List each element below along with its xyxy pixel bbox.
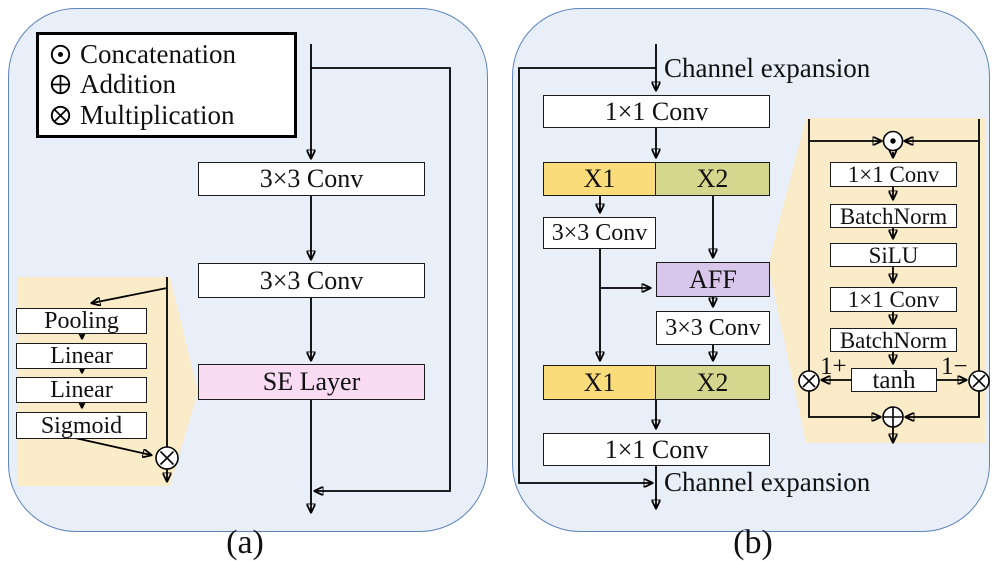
aff-inset-callout — [768, 118, 986, 443]
x1-top-box: X1 — [543, 162, 656, 196]
addition-node-icon — [882, 406, 904, 428]
multiplication-icon — [50, 105, 71, 126]
channel-expansion-bottom-label: Channel expansion — [664, 467, 871, 497]
sigmoid-box: Sigmoid — [16, 412, 147, 439]
addition-icon — [50, 75, 71, 95]
inset-conv-1x1-box-1: 1×1 Conv — [830, 162, 957, 187]
inset-silu-box: SiLU — [830, 243, 957, 267]
conv-1x1-in-box: 1×1 Conv — [543, 95, 770, 128]
caption-a: (a) — [226, 524, 264, 561]
legend-label: Multiplication — [80, 100, 235, 131]
x2-top-box: X2 — [656, 162, 770, 196]
legend-item-concatenation: Concatenation — [49, 38, 290, 69]
linear-box-1: Linear — [16, 343, 147, 369]
legend-label: Concatenation — [80, 38, 236, 69]
channel-expansion-top-label: Channel expansion — [664, 53, 871, 83]
concatenation-icon — [50, 44, 71, 64]
caption-b: (b) — [733, 524, 773, 561]
conv-1x1-out-box: 1×1 Conv — [543, 433, 770, 466]
multiplication-node-icon — [155, 446, 179, 470]
inset-batchnorm-box-2: BatchNorm — [830, 328, 957, 352]
legend-item-multiplication: Multiplication — [49, 102, 290, 129]
legend: Concatenation Addition Multiplication — [36, 32, 297, 138]
gate-one-minus-label: 1− — [941, 353, 968, 380]
multiplication-node-right-icon — [968, 370, 990, 392]
legend-label: Addition — [80, 69, 177, 100]
concatenation-node-icon — [882, 130, 904, 152]
x1-bottom-box: X1 — [543, 365, 656, 400]
inset-conv-1x1-box-2: 1×1 Conv — [830, 287, 957, 312]
conv-3x3-mid-box: 3×3 Conv — [198, 263, 425, 298]
conv-3x3-branch-box: 3×3 Conv — [543, 217, 656, 249]
inset-tanh-box: tanh — [851, 368, 937, 393]
inset-batchnorm-box-1: BatchNorm — [830, 204, 957, 228]
pooling-box: Pooling — [16, 308, 147, 334]
se-layer-box: SE Layer — [198, 364, 425, 400]
conv-3x3-top-box: 3×3 Conv — [198, 162, 425, 196]
aff-box: AFF — [656, 262, 770, 297]
conv-3x3-after-aff-box: 3×3 Conv — [656, 311, 770, 345]
x2-bottom-box: X2 — [656, 365, 770, 400]
linear-box-2: Linear — [16, 377, 147, 403]
gate-one-plus-label: 1+ — [820, 353, 847, 380]
legend-item-addition: Addition — [49, 71, 290, 98]
multiplication-node-left-icon — [798, 370, 820, 392]
